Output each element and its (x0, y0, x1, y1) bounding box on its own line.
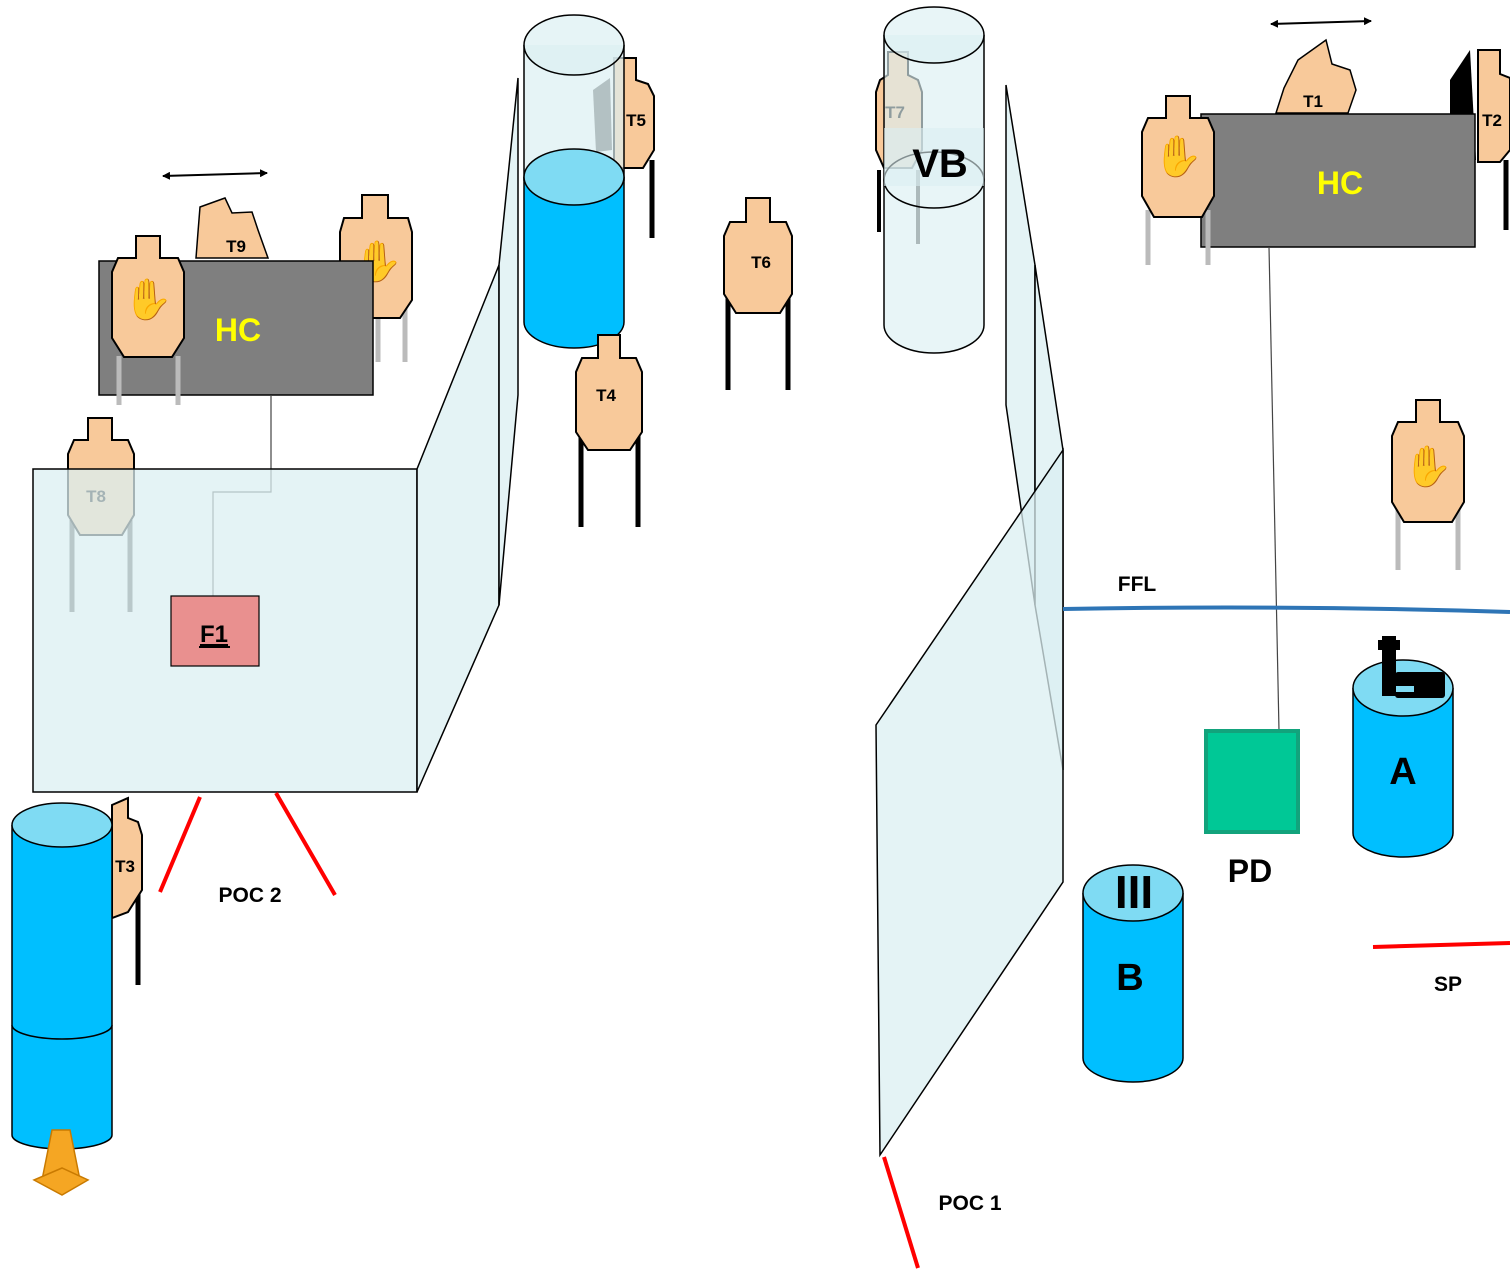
movement-arrow-t9 (162, 169, 268, 180)
wall-right-angled (875, 447, 1064, 1158)
target-t3-label: T3 (115, 857, 135, 876)
barrel-glass-upper (523, 14, 625, 181)
pd-box (1204, 729, 1300, 834)
movement-arrow-t1 (1270, 17, 1372, 28)
poc2-fault-line-left (158, 796, 202, 893)
wall-left-angled (416, 264, 500, 793)
hand-icon: ✋ (123, 276, 173, 322)
wall-left-upper (498, 77, 519, 606)
target-t9-label: T9 (226, 237, 246, 256)
target-t9: T9 (195, 197, 270, 259)
hard-cover-right-label: HC (1317, 165, 1363, 201)
ffl-label: FFL (1118, 573, 1157, 596)
target-t4-label: T4 (596, 386, 616, 405)
cone-icon (32, 1129, 90, 1196)
hard-cover-right (1200, 113, 1476, 248)
no-shoot-target-right-top: ✋ (1141, 95, 1215, 265)
poc2-fault-line-right (274, 791, 337, 897)
vb-label: VB (912, 142, 968, 186)
barrel-stack-left (11, 802, 113, 1150)
target-t5-label: T5 (626, 111, 646, 130)
pistol-icon (1378, 636, 1445, 698)
barrel-center-blue (523, 148, 625, 349)
poc2-label: POC 2 (218, 884, 281, 907)
target-t6: T6 (723, 197, 793, 390)
target-t2-label: T2 (1482, 111, 1502, 130)
barrel-a-label: A (1389, 751, 1416, 793)
barrel-b (1082, 864, 1184, 1083)
sp-line (1372, 941, 1510, 949)
sp-label: SP (1434, 973, 1462, 996)
vision-barrier-barrels (883, 6, 985, 354)
pd-label: PD (1228, 853, 1272, 889)
poc1-label: POC 1 (938, 1192, 1001, 1215)
hand-icon: ✋ (1153, 133, 1203, 179)
f1-box (170, 595, 260, 667)
no-shoot-target-left: ✋ (111, 235, 185, 405)
no-shoot-target-right-middle: ✋ (1391, 399, 1465, 570)
target-t6-label: T6 (751, 253, 771, 272)
target-t4: T4 (575, 334, 643, 527)
target-t1-label: T1 (1303, 92, 1323, 111)
target-t3: T3 (111, 796, 143, 985)
hand-icon: ✋ (1403, 443, 1453, 489)
poc1-fault-line (882, 1156, 920, 1269)
hard-cover-left-label: HC (215, 312, 261, 348)
barrel-b-label: B (1116, 957, 1143, 999)
ffl-line (1062, 605, 1510, 614)
f1-label: F1 (200, 621, 228, 648)
target-t1: T1 (1274, 38, 1357, 114)
barrel-b-marks: III (1115, 866, 1153, 918)
connector-hc-pd (1268, 246, 1280, 732)
